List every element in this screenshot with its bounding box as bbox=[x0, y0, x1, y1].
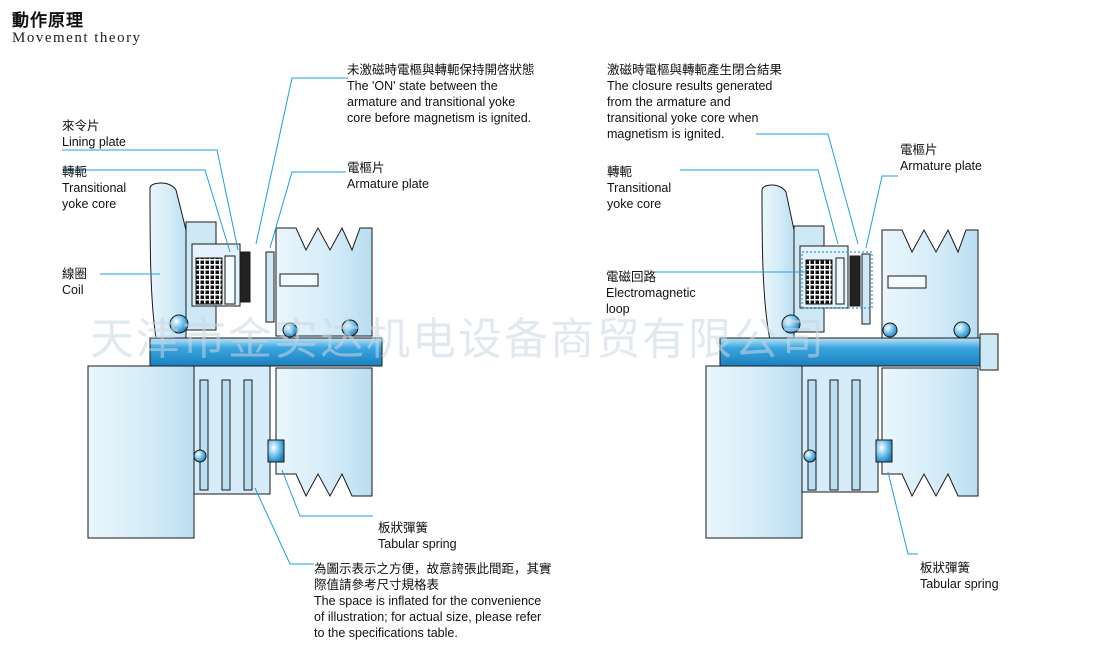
watermark: 天津市金实达机电设备商贸有限公司 bbox=[90, 314, 826, 365]
magnetic-loop-outline bbox=[801, 251, 873, 309]
page-title: 動作原理 bbox=[12, 11, 84, 30]
right-diagram bbox=[705, 184, 999, 539]
left-diagram bbox=[87, 182, 383, 539]
page-subtitle: Movement theory bbox=[12, 30, 142, 46]
right-leader-lines bbox=[652, 133, 918, 555]
left-leader-lines bbox=[62, 77, 373, 565]
coil-winding bbox=[195, 257, 223, 305]
coil-winding-right bbox=[805, 259, 833, 305]
